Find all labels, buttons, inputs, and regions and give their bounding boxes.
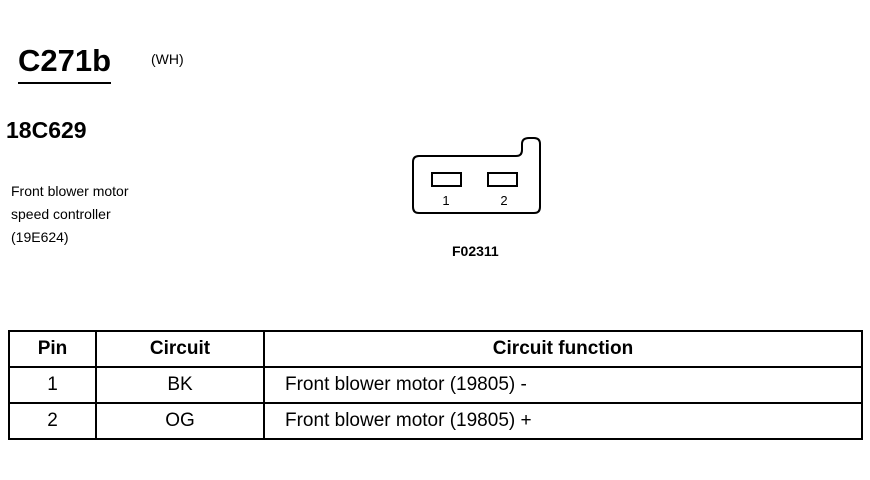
header-circuit: Circuit xyxy=(95,330,265,368)
connector-housing-outline xyxy=(412,137,541,214)
circuit-cell: OG xyxy=(95,402,265,440)
header-pin: Pin xyxy=(8,330,97,368)
connector-id: C271b xyxy=(18,42,112,84)
description-line-1: Front blower motor xyxy=(11,183,129,199)
description-line-3: (19E624) xyxy=(11,229,69,245)
table-row: 2 OG Front blower motor (19805) + xyxy=(8,402,863,440)
pin-1-terminal xyxy=(431,172,462,187)
connector-color-code: (WH) xyxy=(151,51,184,67)
pin-1-label: 1 xyxy=(442,193,449,208)
pin-table: Pin Circuit Circuit function 1 BK Front … xyxy=(8,330,863,440)
part-number: 18C629 xyxy=(6,117,87,143)
circuit-cell: BK xyxy=(95,366,265,404)
function-cell: Front blower motor (19805) - xyxy=(263,366,863,404)
pin-2-terminal xyxy=(487,172,518,187)
table-header-row: Pin Circuit Circuit function xyxy=(8,330,863,368)
figure-id: F02311 xyxy=(452,243,499,259)
pin-cell: 1 xyxy=(8,366,97,404)
connector-face-diagram: 1 2 xyxy=(412,137,541,214)
table-row: 1 BK Front blower motor (19805) - xyxy=(8,366,863,404)
pin-2-label: 2 xyxy=(500,193,507,208)
description-line-2: speed controller xyxy=(11,206,111,222)
header-circuit-function: Circuit function xyxy=(263,330,863,368)
function-cell: Front blower motor (19805) + xyxy=(263,402,863,440)
pin-cell: 2 xyxy=(8,402,97,440)
